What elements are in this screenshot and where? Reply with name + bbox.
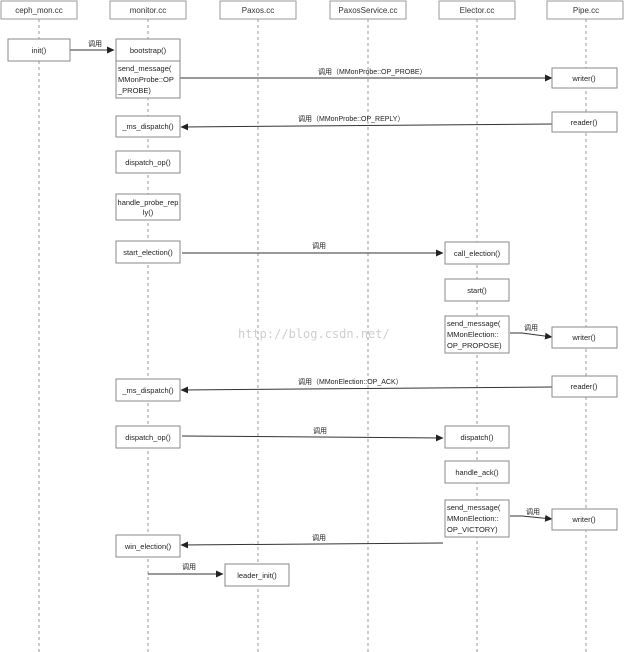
activation-pipe-reader-2-label: reader(): [571, 382, 598, 391]
activation-handle-ack-label: handle_ack(): [455, 468, 499, 477]
activation-pipe-writer-3-label: writer(): [571, 515, 596, 524]
activation-pipe-writer-1-label: writer(): [571, 74, 596, 83]
activation-send-victory-line-3: OP_VICTORY): [447, 525, 498, 534]
activation-call-election: call_election(): [444, 241, 510, 265]
participant-monitor: monitor.cc: [130, 6, 166, 15]
participant-monitor-box: [109, 0, 187, 20]
participant-paxos-box: [219, 0, 297, 20]
activation-elector-dispatch: dispatch(): [444, 425, 510, 449]
activation-pipe-writer-1: writer(): [551, 67, 618, 89]
message-arrow-ack: [180, 386, 553, 394]
activation-send-probe-line-1: send_message(: [118, 64, 172, 73]
message-label-ack: 调用（MMonElection::OP_ACK）: [298, 377, 403, 386]
message-label-probe: 调用（MMonProbe::OP_PROBE）: [318, 67, 427, 76]
activation-dispatch-op-2: dispatch_op(): [115, 425, 181, 449]
activation-dispatch-op-1: dispatch_op(): [115, 150, 181, 174]
activation-ms-dispatch-1: _ms_dispatch(): [115, 115, 181, 138]
activations: init() bootstrap() send_message( MMonPro…: [7, 38, 618, 587]
activation-leader-init-label: leader_init(): [237, 571, 277, 580]
participant-ceph-mon: ceph_mon.cc: [15, 6, 63, 15]
activation-start-election: start_election(): [115, 240, 181, 264]
activation-dispatch-op-2-label: dispatch_op(): [125, 433, 171, 442]
activation-init-label: init(): [32, 46, 47, 55]
activation-dispatch-op-1-label: dispatch_op(): [125, 158, 171, 167]
activation-elector-start-label: start(): [467, 286, 487, 295]
message-label-start-election: 调用: [312, 241, 326, 250]
activation-pipe-reader-2: reader(): [551, 375, 618, 398]
activation-send-probe: send_message( MMonProbe::OP _PROBE): [115, 60, 181, 99]
activation-start-election-label: start_election(): [123, 248, 173, 257]
activation-bootstrap-label: bootstrap(): [130, 46, 167, 55]
watermark: http://blog.csdn.net/: [238, 327, 390, 341]
participant-paxos: Paxos.cc: [242, 6, 274, 15]
participant-headers: ceph_mon.cc monitor.cc Paxos.cc PaxosSer…: [0, 0, 624, 20]
activation-send-victory: send_message( MMonElection:: OP_VICTORY): [444, 499, 510, 538]
activation-handle-probe-reply-line-2: ly(): [143, 208, 154, 217]
activation-elector-dispatch-label: dispatch(): [461, 433, 494, 442]
message-label-victory-writer: 调用: [526, 507, 540, 516]
message-label-victory-win: 调用: [312, 533, 326, 542]
participant-elector: Elector.cc: [460, 6, 495, 15]
message-arrow-victory-win: [180, 541, 444, 549]
activation-ms-dispatch-2: _ms_dispatch(): [115, 378, 181, 402]
message-arrow-dispatch: [181, 434, 444, 442]
activation-send-propose-line-2: MMonElection::: [447, 330, 499, 339]
activation-send-propose: send_message( MMonElection:: OP_PROPOSE): [444, 315, 510, 354]
activation-send-probe-line-2: MMonProbe::OP: [118, 75, 174, 84]
activation-pipe-writer-2: writer(): [551, 326, 618, 349]
participant-elector-box: [438, 0, 516, 20]
activation-pipe-writer-3: writer(): [551, 508, 618, 531]
activation-handle-probe-reply: handle_probe_rep ly(): [115, 193, 181, 221]
messages: 调用 调用（MMonProbe::OP_PROBE） 调用（MMonProbe:…: [70, 39, 553, 578]
participant-pipe-box: [546, 0, 624, 20]
message-label-probe-reply: 调用（MMonProbe::OP_REPLY）: [298, 114, 404, 123]
activation-send-victory-line-2: MMonElection::: [447, 514, 499, 523]
participant-paxos-service: PaxosService.cc: [338, 6, 397, 15]
message-label-init-bootstrap: 调用: [88, 39, 102, 48]
message-label-propose: 调用: [524, 323, 538, 332]
activation-send-propose-line-3: OP_PROPOSE): [447, 341, 502, 350]
activation-leader-init: leader_init(): [224, 563, 290, 587]
message-arrow-probe-reply: [180, 123, 553, 131]
activation-init: init(): [7, 38, 71, 62]
activation-handle-probe-reply-line-1: handle_probe_rep: [118, 198, 179, 207]
participant-paxos-service-box: [329, 0, 407, 20]
activation-pipe-reader-1: reader(): [551, 111, 618, 133]
activation-send-victory-line-1: send_message(: [447, 503, 501, 512]
message-arrow-victory-writer: [510, 514, 553, 522]
activation-win-election: win_election(): [115, 534, 181, 558]
message-arrow-propose: [510, 332, 553, 340]
message-label-dispatch: 调用: [313, 426, 327, 435]
activation-win-election-label: win_election(): [124, 542, 172, 551]
activation-call-election-label: call_election(): [454, 249, 501, 258]
activation-elector-start: start(): [444, 278, 510, 302]
activation-ms-dispatch-2-label: _ms_dispatch(): [121, 386, 174, 395]
activation-handle-ack: handle_ack(): [444, 460, 510, 484]
participant-ceph-mon-box: [0, 0, 78, 20]
activation-send-propose-line-1: send_message(: [447, 319, 501, 328]
message-label-leader-init: 调用: [182, 562, 196, 571]
participant-pipe: Pipe.cc: [573, 6, 599, 15]
activation-bootstrap: bootstrap(): [115, 38, 181, 62]
activation-pipe-writer-2-label: writer(): [571, 333, 596, 342]
activation-send-probe-line-3: _PROBE): [117, 86, 151, 95]
activation-pipe-reader-1-label: reader(): [571, 118, 598, 127]
activation-ms-dispatch-1-label: _ms_dispatch(): [121, 122, 174, 131]
